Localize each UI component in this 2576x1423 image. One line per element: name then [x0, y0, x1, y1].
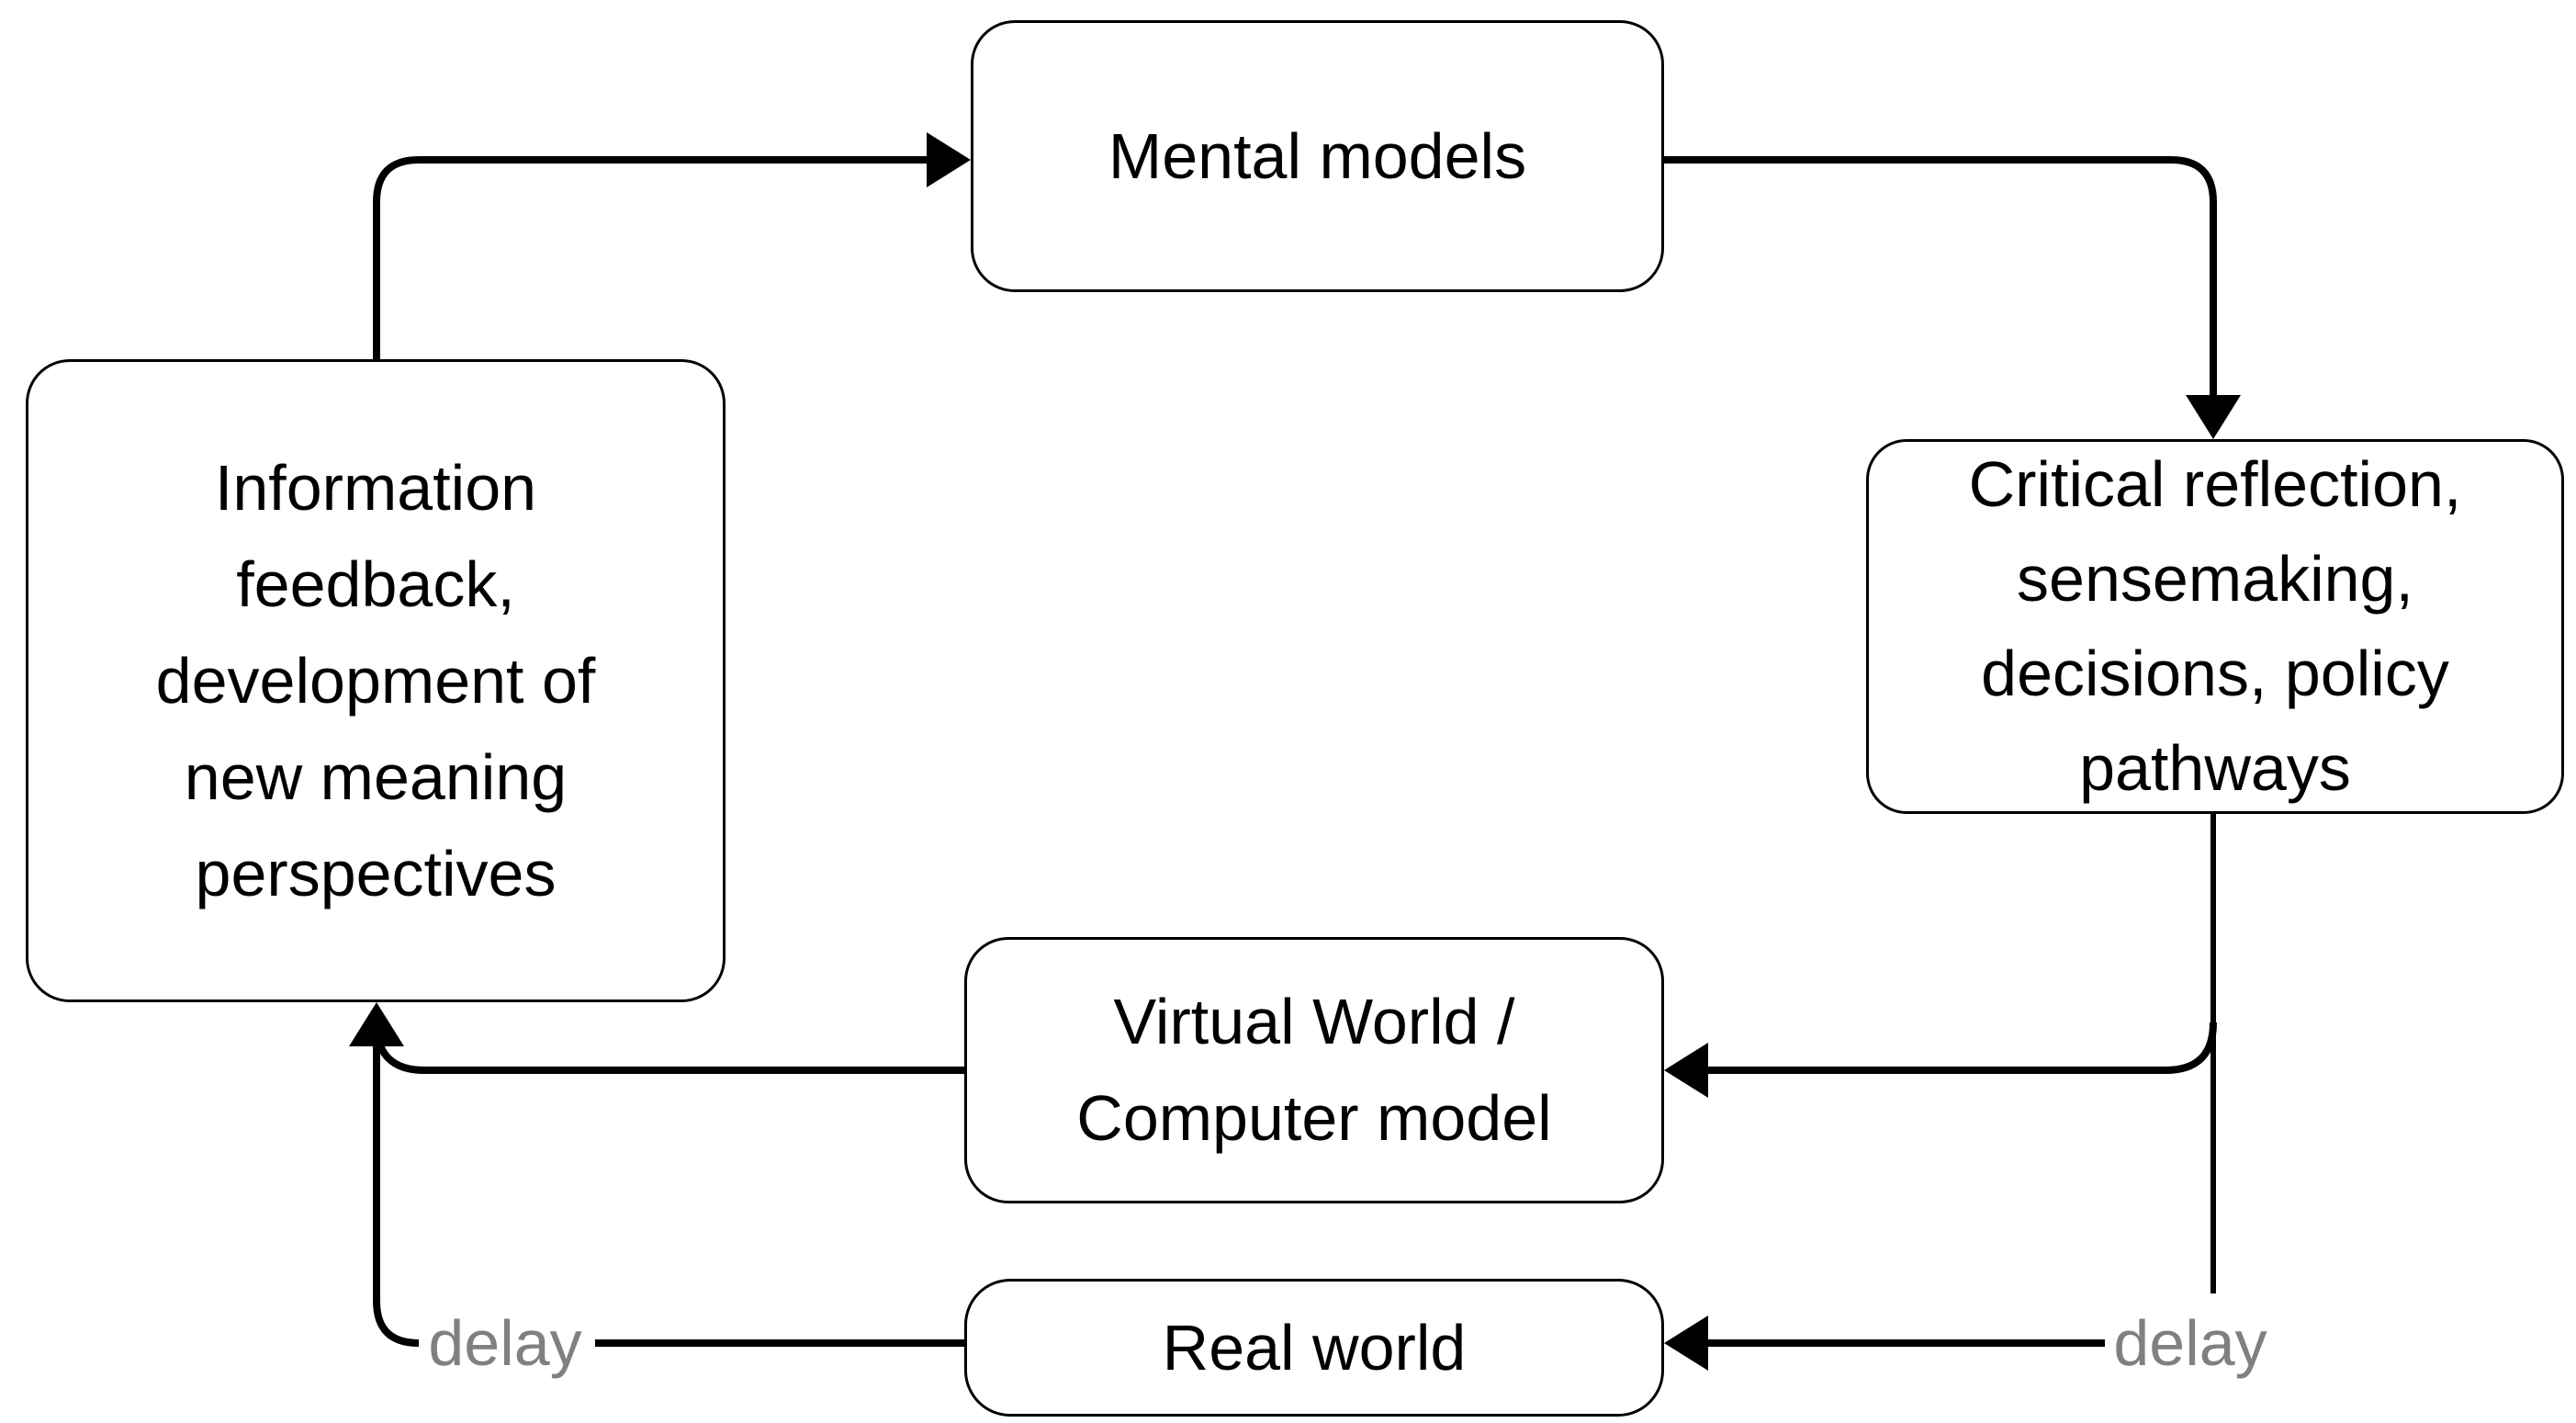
- arrowhead-into-virtual: [1664, 1043, 1708, 1098]
- arrow-critical-to-virtual: [1706, 1022, 2217, 1074]
- arrow-info-to-mental: [373, 156, 929, 359]
- node-critical-reflection-label: Critical reflection, sensemaking, decisi…: [1968, 448, 2462, 804]
- node-mental-models: Mental models: [971, 20, 1664, 292]
- arrow-mental-to-critical: [1664, 156, 2217, 399]
- arrowhead-into-info: [349, 1002, 404, 1046]
- arrowhead-into-critical: [2186, 395, 2241, 439]
- node-information-feedback-label: Information feedback, development of new…: [155, 451, 596, 909]
- arrow-virtual-to-info-horizontal: [373, 1022, 964, 1074]
- node-virtual-world-label: Virtual World / Computer model: [1076, 986, 1552, 1154]
- delay-label-right: delay: [2113, 1307, 2267, 1379]
- node-mental-models-label: Mental models: [1108, 119, 1527, 192]
- arrow-real-to-info: [373, 1300, 964, 1347]
- node-critical-reflection: Critical reflection, sensemaking, decisi…: [1866, 439, 2564, 814]
- node-real-world-label: Real world: [1162, 1311, 1467, 1383]
- node-virtual-world: Virtual World / Computer model: [964, 937, 1664, 1203]
- node-real-world: Real world: [964, 1279, 1664, 1417]
- arrowhead-into-mental: [927, 132, 971, 187]
- arrowhead-into-real: [1664, 1316, 1708, 1371]
- node-information-feedback: Information feedback, development of new…: [26, 359, 726, 1002]
- delay-label-left: delay: [428, 1307, 582, 1379]
